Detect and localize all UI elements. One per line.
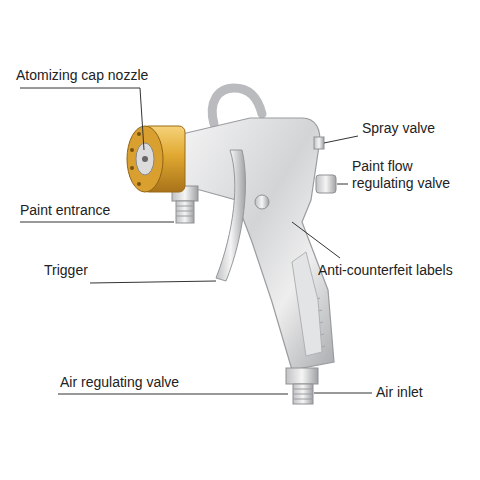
part-label: Atomizing cap nozzle xyxy=(16,67,148,84)
paint-flow-knob xyxy=(316,175,336,193)
grip-panel xyxy=(292,252,322,356)
thread-lines xyxy=(293,389,313,399)
part-label: Paint entrance xyxy=(20,202,110,219)
leader-line xyxy=(324,136,358,143)
air-inlet-thread xyxy=(293,384,313,404)
leader-line xyxy=(90,281,216,283)
gun-body xyxy=(182,118,334,370)
cap-face xyxy=(127,126,163,192)
leader-line xyxy=(292,222,340,258)
nozzle-hole xyxy=(142,156,148,162)
cap-holes xyxy=(130,132,141,186)
spray-valve-knob xyxy=(314,137,324,149)
part-label: Paint flow regulating valve xyxy=(352,158,470,192)
leader-lines xyxy=(20,88,372,394)
trigger-lever xyxy=(216,150,245,281)
part-label: Air inlet xyxy=(376,384,423,401)
side-screw xyxy=(255,195,269,209)
air-valve-nut xyxy=(286,368,318,384)
part-label: Spray valve xyxy=(362,120,435,137)
leader-line xyxy=(58,394,288,395)
part-label: Anti-counterfeit labels xyxy=(318,262,453,279)
leader-line xyxy=(20,222,174,223)
part-label: Air regulating valve xyxy=(60,374,179,391)
leader-line xyxy=(314,393,372,394)
cap-center xyxy=(136,143,154,175)
paint-entrance-thread xyxy=(176,201,194,223)
thread-lines xyxy=(176,206,194,216)
leader-line xyxy=(20,88,144,150)
part-label: Trigger xyxy=(44,262,88,279)
leader-line xyxy=(337,184,348,185)
